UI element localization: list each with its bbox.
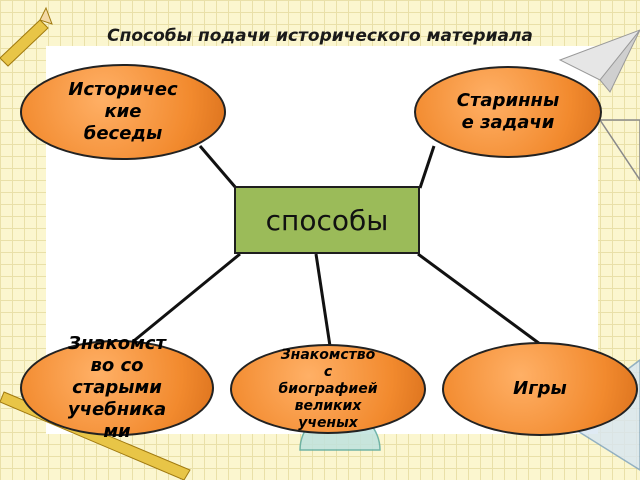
node-old-textbooks: Знакомст во со старыми учебника ми xyxy=(20,333,214,442)
node-ancient-problems: Старинны е задачи xyxy=(414,66,602,158)
center-node: способы xyxy=(234,186,420,254)
node-label: Историчес кие беседы xyxy=(68,79,178,144)
connector-4 xyxy=(314,253,332,347)
node-games: Игры xyxy=(442,342,638,436)
node-historical-talks: Историчес кие беседы xyxy=(20,64,226,160)
connector-1 xyxy=(198,145,238,189)
connector-3 xyxy=(129,252,241,346)
node-label: Знакомство с биографией великих ученых xyxy=(278,346,378,431)
center-node-label: способы xyxy=(265,203,389,237)
node-biographies: Знакомство с биографией великих ученых xyxy=(230,344,426,434)
node-label: Старинны е задачи xyxy=(456,90,560,133)
connector-2 xyxy=(418,145,436,189)
page-title: Способы подачи исторического материала xyxy=(107,26,533,46)
node-label: Игры xyxy=(513,378,567,399)
connector-5 xyxy=(417,252,541,346)
node-label: Знакомст во со старыми учебника ми xyxy=(67,333,167,442)
